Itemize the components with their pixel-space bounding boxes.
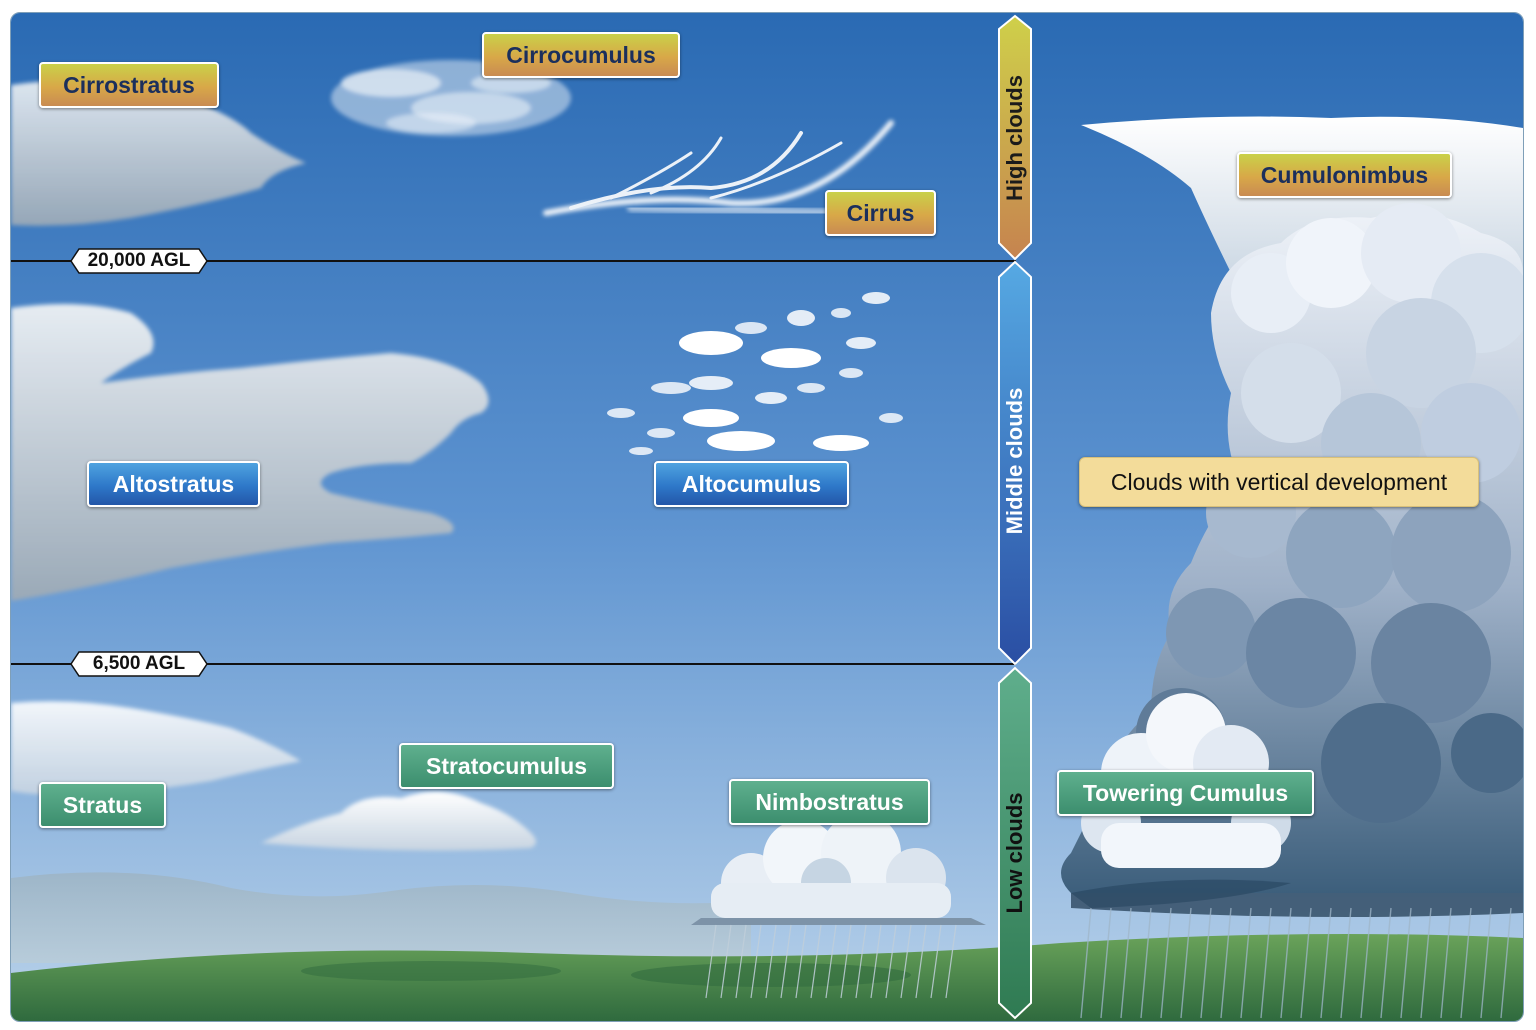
cirrus-cloud xyxy=(543,120,894,217)
stratocumulus-label: Stratocumulus xyxy=(399,743,614,789)
cumulonimbus-label: Cumulonimbus xyxy=(1237,152,1452,198)
cirrostratus-cloud xyxy=(11,80,306,226)
low-clouds-band xyxy=(998,666,1032,1020)
cloud-types-diagram: 20,000 AGL 6,500 AGL High clouds Middle … xyxy=(10,12,1524,1022)
agl-tag-20000 xyxy=(70,248,208,274)
altostratus-label: Altostratus xyxy=(87,461,260,507)
altostratus-cloud xyxy=(11,304,489,601)
cirrostratus-label: Cirrostratus xyxy=(39,62,219,108)
middle-clouds-band xyxy=(998,260,1032,666)
agl-label-20000: 20,000 AGL xyxy=(87,250,191,271)
stratus-cloud xyxy=(11,701,301,795)
low-clouds-label: Low clouds xyxy=(1002,792,1027,914)
middle-clouds-label: Middle clouds xyxy=(1002,387,1027,535)
stratocumulus-cloud xyxy=(261,791,536,851)
altocumulus-cloud xyxy=(607,292,903,455)
high-clouds-label: High clouds xyxy=(1002,75,1027,201)
towering-cumulus-label: Towering Cumulus xyxy=(1057,770,1314,816)
nimbostratus-cloud xyxy=(691,813,986,925)
vertical-development-label: Clouds with vertical development xyxy=(1079,457,1479,507)
nimbostratus-label: Nimbostratus xyxy=(729,779,930,825)
agl-tag-6500 xyxy=(70,651,208,677)
altocumulus-label: Altocumulus xyxy=(654,461,849,507)
high-clouds-band xyxy=(998,14,1032,261)
cumulonimbus-rain xyxy=(1080,907,1512,1019)
agl-label-6500: 6,500 AGL xyxy=(92,653,186,674)
cirrocumulus-cloud xyxy=(331,60,571,136)
nimbostratus-rain xyxy=(705,924,957,999)
stratus-label: Stratus xyxy=(39,782,166,828)
distant-hills xyxy=(11,872,751,963)
cirrus-label: Cirrus xyxy=(825,190,936,236)
cirrocumulus-label: Cirrocumulus xyxy=(482,32,680,78)
